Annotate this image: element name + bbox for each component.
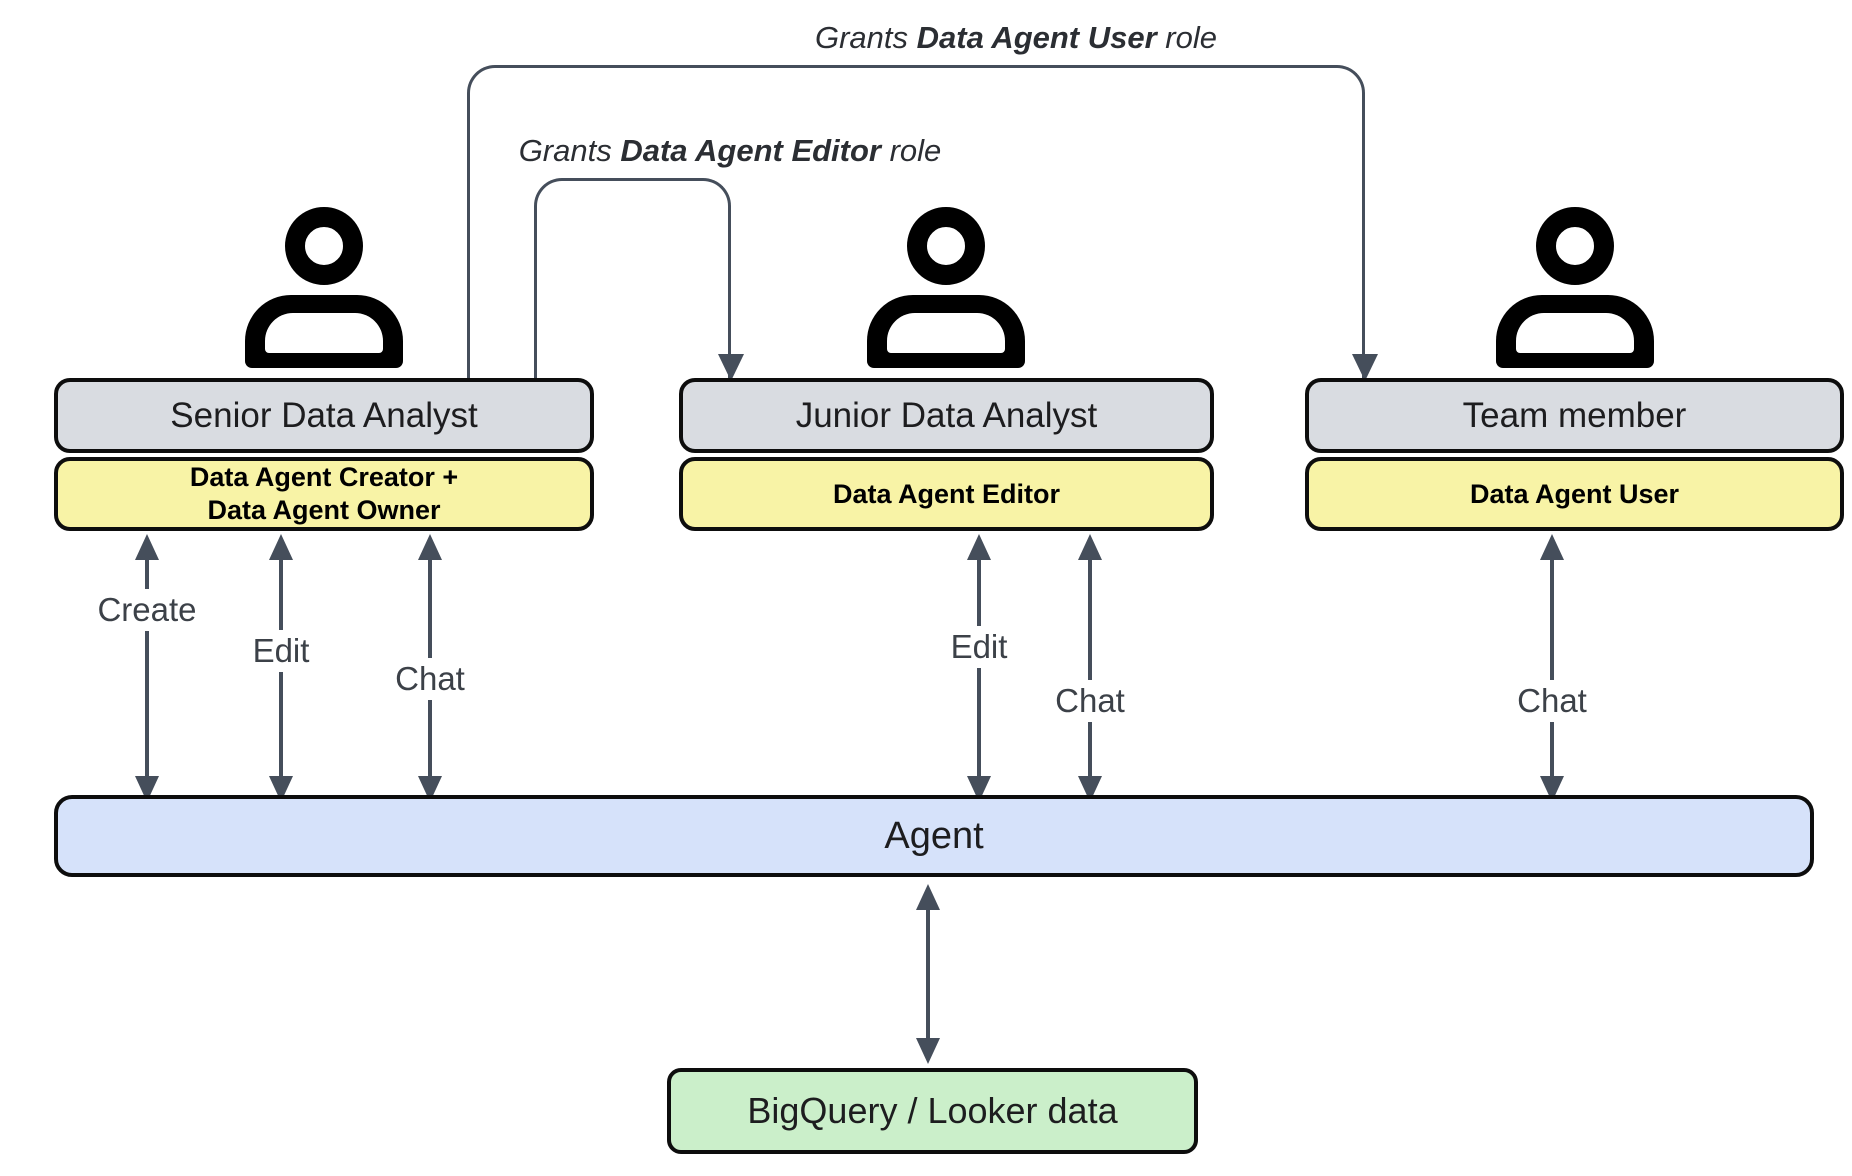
grants-user-connector	[467, 65, 1365, 381]
person-body-icon	[245, 295, 403, 368]
chat-arrow	[1550, 560, 1554, 776]
senior-analyst-person-icon	[245, 207, 403, 368]
senior-analyst-role-box: Data Agent Creator + Data Agent Owner	[54, 457, 594, 531]
grants-editor-label: Grants Data Agent Editor role	[512, 133, 948, 169]
grants-editor-prefix: Grants	[518, 133, 621, 168]
chat-label: Chat	[1045, 680, 1135, 722]
grants-editor-arrowhead-icon	[718, 354, 744, 381]
grants-user-label: Grants Data Agent User role	[809, 20, 1223, 56]
create-arrow	[145, 560, 149, 776]
actor-role: Data Agent User	[1469, 478, 1680, 509]
grants-editor-suffix: role	[880, 133, 942, 168]
chat-label: Chat	[385, 658, 475, 700]
edit-label: Edit	[940, 626, 1018, 668]
edit-arrow	[977, 560, 981, 776]
team-member-name-box: Team member	[1305, 378, 1844, 453]
grants-user-role: Data Agent User	[916, 20, 1157, 55]
senior-analyst-name-box: Senior Data Analyst	[54, 378, 594, 453]
datasource-label: BigQuery / Looker data	[747, 1090, 1118, 1131]
grants-user-prefix: Grants	[815, 20, 917, 55]
person-head-icon	[285, 207, 363, 285]
agent-data-arrow	[926, 910, 930, 1038]
actor-name: Team member	[1462, 395, 1687, 435]
junior-analyst-role-box: Data Agent Editor	[679, 457, 1214, 531]
grants-editor-role: Data Agent Editor	[620, 133, 881, 168]
create-label: Create	[87, 589, 207, 631]
grants-user-suffix: role	[1156, 20, 1217, 55]
chat-arrow	[1088, 560, 1092, 776]
grants-user-arrowhead-icon	[1352, 354, 1378, 381]
actor-name: Senior Data Analyst	[170, 395, 478, 435]
junior-analyst-name-box: Junior Data Analyst	[679, 378, 1214, 453]
person-body-icon	[1496, 295, 1654, 368]
actor-role: Data Agent Creator + Data Agent Owner	[189, 462, 459, 525]
person-body-icon	[867, 295, 1025, 368]
agent-bar: Agent	[54, 795, 1814, 877]
team-member-person-icon	[1496, 207, 1654, 368]
chat-label: Chat	[1507, 680, 1597, 722]
edit-label: Edit	[242, 630, 320, 672]
agent-label: Agent	[884, 814, 984, 857]
junior-analyst-person-icon	[867, 207, 1025, 368]
actor-name: Junior Data Analyst	[795, 395, 1098, 435]
grants-editor-connector	[534, 178, 731, 381]
person-head-icon	[1536, 207, 1614, 285]
team-member-role-box: Data Agent User	[1305, 457, 1844, 531]
person-head-icon	[907, 207, 985, 285]
datasource-box: BigQuery / Looker data	[667, 1068, 1198, 1154]
actor-role: Data Agent Editor	[832, 478, 1060, 509]
